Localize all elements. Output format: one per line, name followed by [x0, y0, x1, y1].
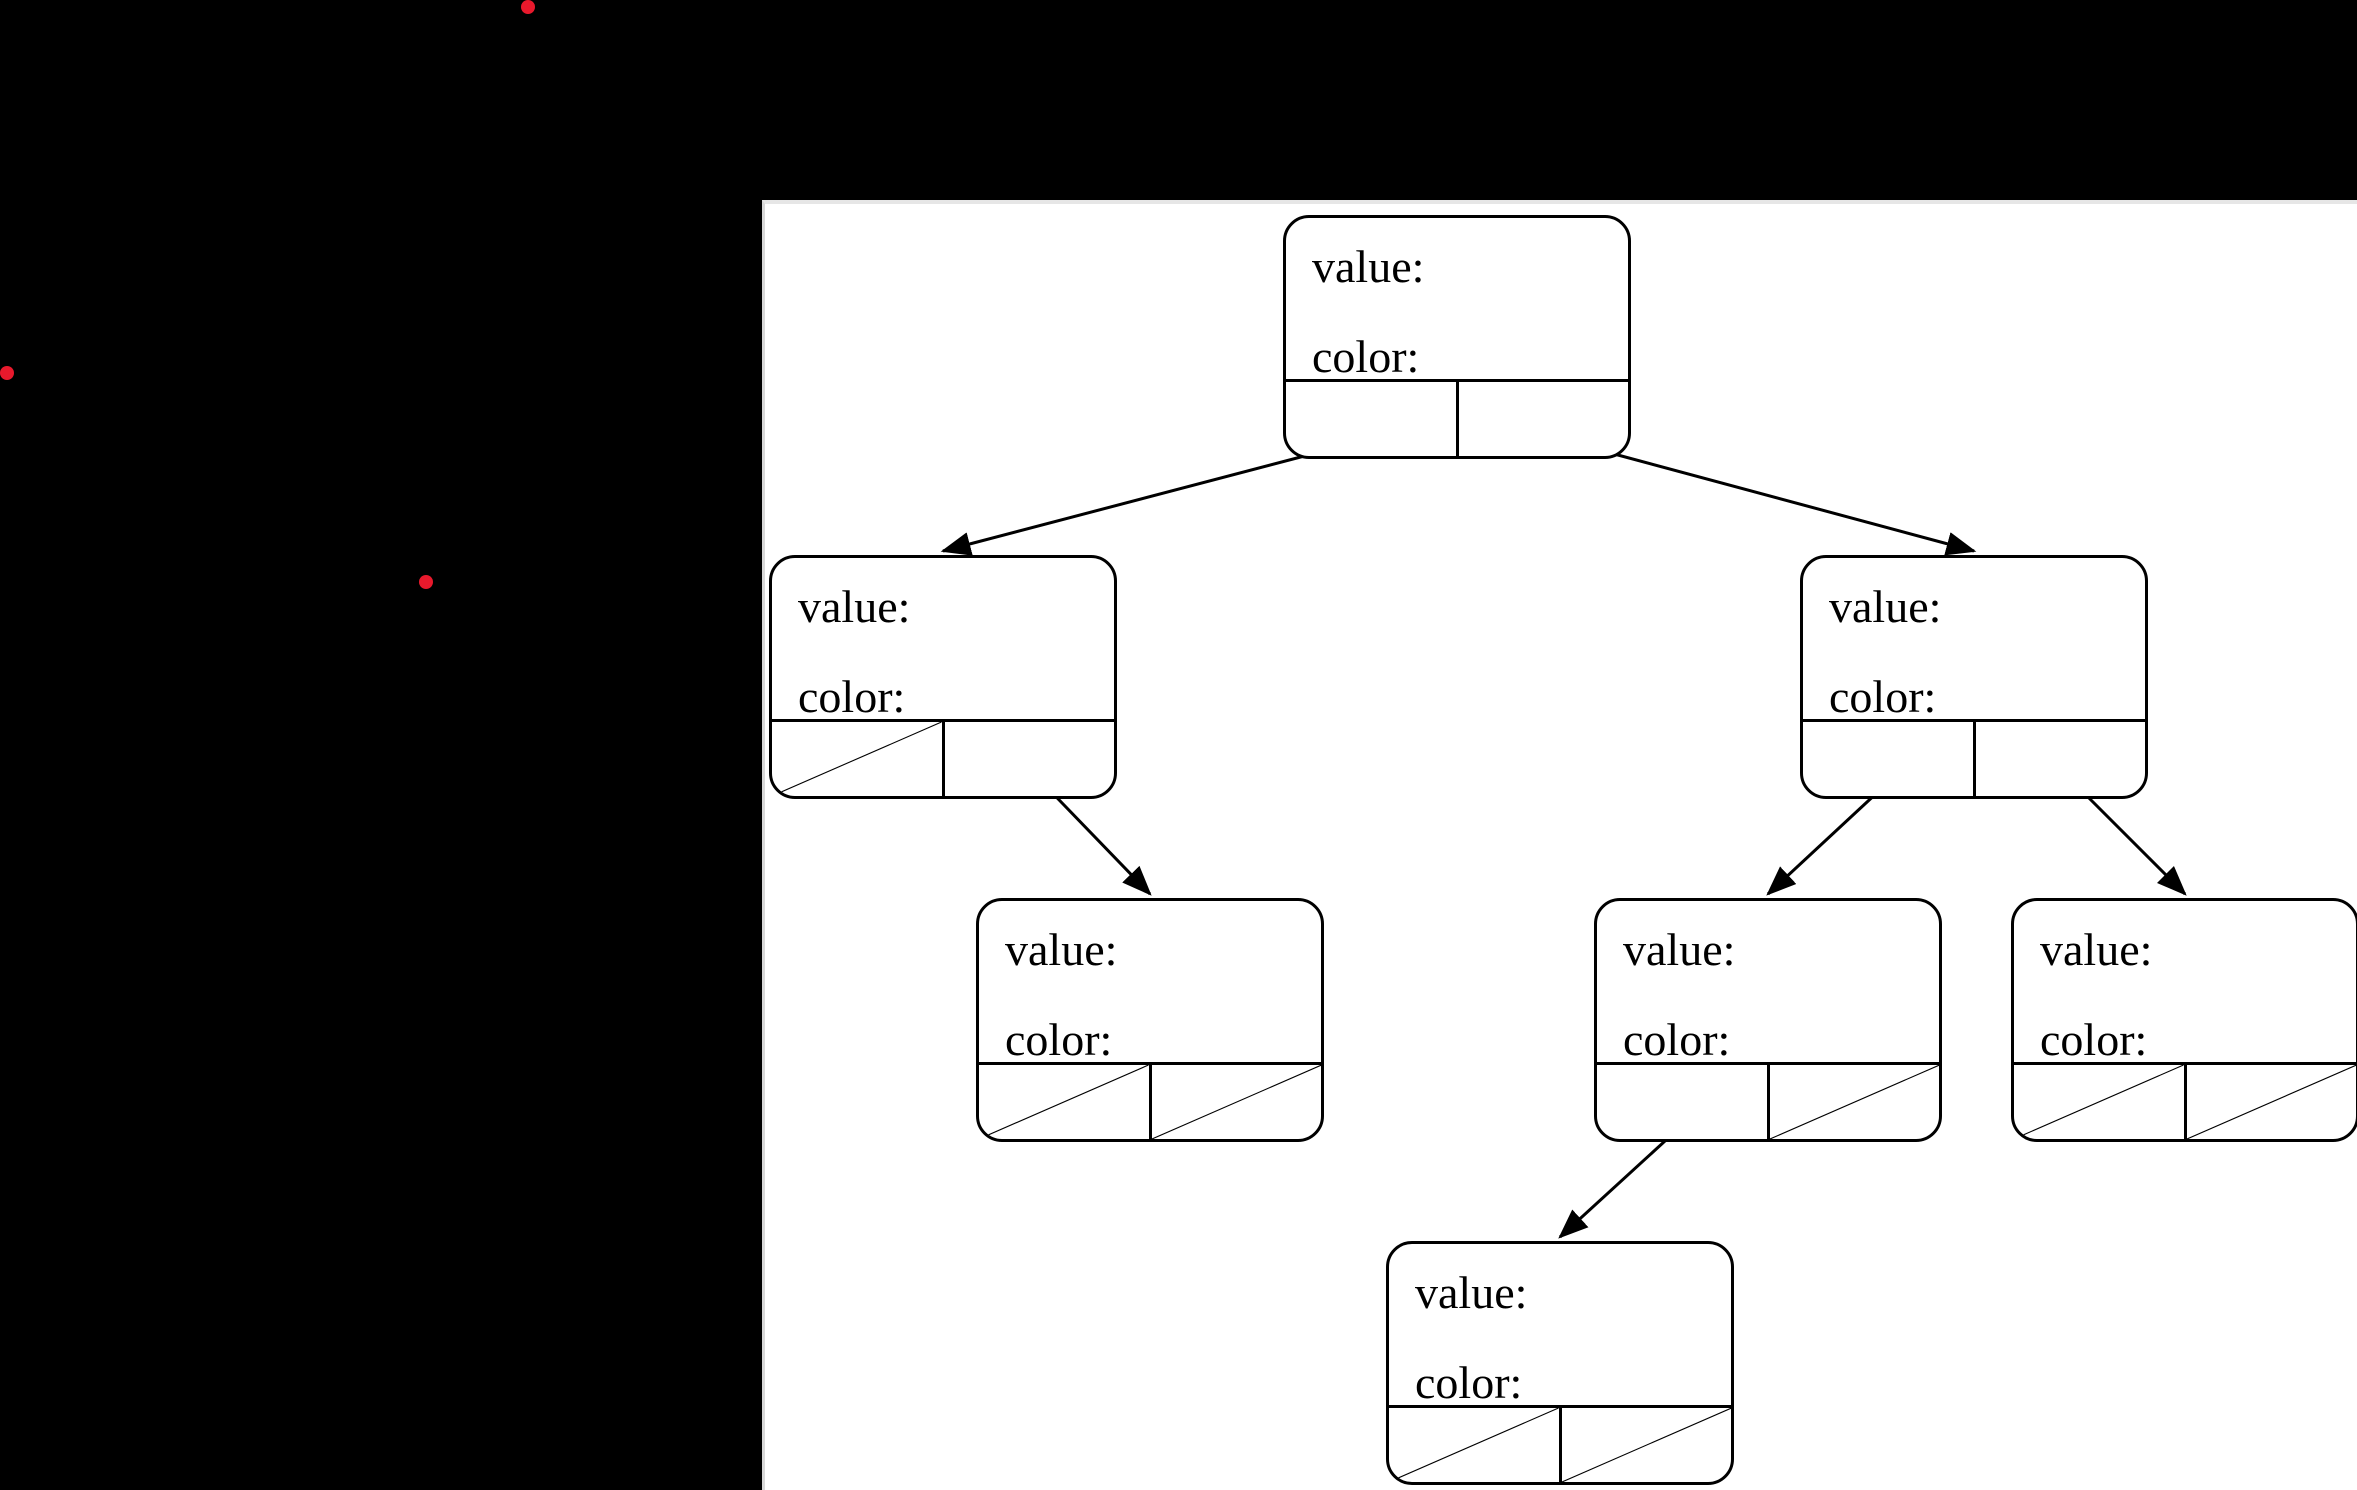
node-pointer-row: [1597, 1062, 1939, 1139]
null-pointer-slash-icon: [1389, 1408, 1559, 1482]
node-fields: value: color:: [2014, 901, 2356, 1063]
node-fields: value: color:: [1803, 558, 2145, 720]
node-pointer-row: [2014, 1062, 2356, 1139]
node-left-pointer-cell[interactable]: [1803, 722, 1976, 796]
node-right-pointer-cell[interactable]: [2187, 1065, 2357, 1139]
null-pointer-slash-icon: [772, 722, 942, 796]
node-pointer-row: [979, 1062, 1321, 1139]
node-color-label: color:: [1829, 671, 1937, 722]
node-value-label: value:: [798, 581, 911, 632]
node-color-label: color:: [798, 671, 906, 722]
node-right-pointer-cell[interactable]: [1152, 1065, 1322, 1139]
node-color-label: color:: [1415, 1357, 1523, 1408]
node-pointer-row: [1286, 379, 1628, 456]
null-pointer-slash-icon: [2187, 1065, 2357, 1139]
node-value-label: value:: [1829, 581, 1942, 632]
node-value-label: value:: [2040, 924, 2153, 975]
null-pointer-slash-icon: [979, 1065, 1149, 1139]
node-pointer-row: [1803, 719, 2145, 796]
node-pointer-row: [772, 719, 1114, 796]
tree-node-right-child[interactable]: value: color:: [1800, 555, 2148, 799]
node-right-pointer-cell[interactable]: [945, 722, 1115, 796]
tree-node-left-child[interactable]: value: color:: [769, 555, 1117, 799]
node-left-pointer-cell[interactable]: [1286, 382, 1459, 456]
node-color-label: color:: [1623, 1014, 1731, 1065]
tree-node-deep-leaf[interactable]: value: color:: [1386, 1241, 1734, 1485]
node-value-label: value:: [1005, 924, 1118, 975]
node-fields: value: color:: [1389, 1244, 1731, 1406]
node-value-label: value:: [1623, 924, 1736, 975]
node-right-pointer-cell[interactable]: [1770, 1065, 1940, 1139]
node-left-pointer-cell[interactable]: [1597, 1065, 1770, 1139]
diagram-canvas-inner: value:color:value:color:value:color:valu…: [765, 204, 2357, 1490]
tree-node-right-left-grandchild[interactable]: value: color:: [1594, 898, 1942, 1142]
node-fields: value: color:: [1597, 901, 1939, 1063]
node-color-label: color:: [2040, 1014, 2148, 1065]
tree-node-left-right-grandchild[interactable]: value: color:: [976, 898, 1324, 1142]
node-color-label: color:: [1312, 331, 1420, 382]
null-pointer-slash-icon: [1770, 1065, 1940, 1139]
node-pointer-row: [1389, 1405, 1731, 1482]
node-fields: value: color:: [772, 558, 1114, 720]
null-pointer-slash-icon: [1152, 1065, 1322, 1139]
node-value-label: value:: [1312, 241, 1425, 292]
null-pointer-slash-icon: [2014, 1065, 2184, 1139]
node-left-pointer-cell[interactable]: [2014, 1065, 2187, 1139]
tree-node-right-right-grandchild[interactable]: value: color:: [2011, 898, 2357, 1142]
node-fields: value: color:: [979, 901, 1321, 1063]
node-color-label: color:: [1005, 1014, 1113, 1065]
null-pointer-slash-icon: [1562, 1408, 1732, 1482]
node-value-label: value:: [1415, 1267, 1528, 1318]
diagram-canvas[interactable]: value:color:value:color:value:color:valu…: [762, 200, 2357, 1490]
marker-dot-top: [521, 0, 535, 14]
node-fields: value: color:: [1286, 218, 1628, 380]
node-left-pointer-cell[interactable]: [772, 722, 945, 796]
tree-node-root[interactable]: value: color:: [1283, 215, 1631, 459]
node-left-pointer-cell[interactable]: [979, 1065, 1152, 1139]
node-right-pointer-cell[interactable]: [1562, 1408, 1732, 1482]
marker-dot-left: [0, 366, 14, 380]
marker-dot-middle: [419, 575, 433, 589]
node-right-pointer-cell[interactable]: [1976, 722, 2146, 796]
node-left-pointer-cell[interactable]: [1389, 1408, 1562, 1482]
node-right-pointer-cell[interactable]: [1459, 382, 1629, 456]
